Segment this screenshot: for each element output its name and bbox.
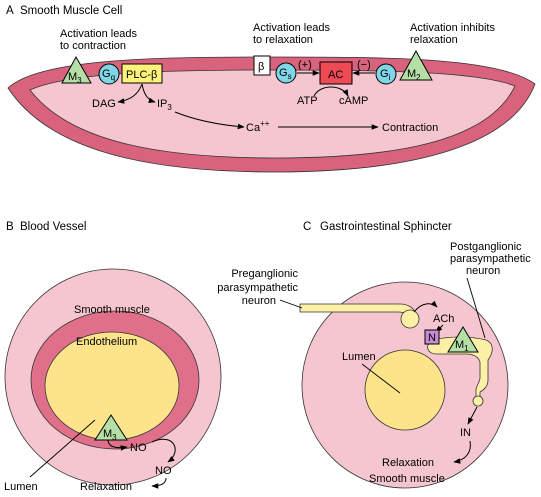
plc-beta-box xyxy=(121,63,163,84)
postganglionic-terminal xyxy=(472,395,484,407)
preganglionic-pointer xyxy=(279,299,303,309)
stimulation-sign: (+) xyxy=(298,59,312,71)
vessel-lumen-label: Lumen xyxy=(4,481,38,493)
inhibition-sign: (−) xyxy=(357,59,371,71)
vessel-relaxation-label: Relaxation xyxy=(80,481,132,493)
smooth-muscle-cell-interior xyxy=(29,69,516,159)
panel-c: C Gastrointestinal Sphincter Preganglion… xyxy=(217,221,531,489)
gq-label: Gq xyxy=(102,68,115,82)
plc-to-dag-arrow xyxy=(117,83,143,104)
no-label-1: NO xyxy=(130,442,147,454)
m3-receptor-label: M3 xyxy=(68,71,82,85)
m3-to-no-arrow xyxy=(107,439,128,451)
preganglionic-label-line1: Preganglionic xyxy=(231,268,298,280)
no-label-2: NO xyxy=(155,465,172,477)
panel-b: B Blood Vessel Smooth muscle Endothelium… xyxy=(4,221,222,493)
camp-label: cAMP xyxy=(339,95,368,107)
contraction-label: Contraction xyxy=(382,122,438,134)
beta-receptor xyxy=(253,55,271,76)
panel-a: A Smooth Muscle Cell Activation leads to… xyxy=(6,5,536,173)
m3-receptor xyxy=(61,55,92,84)
atp-to-camp-arrow xyxy=(313,86,349,97)
calcium-label: Ca++ xyxy=(246,119,270,134)
ach-label: ACh xyxy=(433,313,454,325)
preganglionic-terminal xyxy=(400,309,420,329)
gs-label: Gs xyxy=(279,67,292,81)
panel-a-title: Smooth Muscle Cell xyxy=(20,5,122,17)
panel-c-title: Gastrointestinal Sphincter xyxy=(320,221,452,233)
ac-label: AC xyxy=(328,69,343,81)
in-label: IN xyxy=(460,427,471,439)
sphincter-lumen-pointer xyxy=(361,363,401,394)
plc-to-ip3-arrow xyxy=(141,83,156,103)
postganglionic-pointer xyxy=(466,277,486,339)
panel-b-letter: B xyxy=(6,221,14,233)
note-relaxation-line1: Activation leads xyxy=(253,22,331,34)
postganglionic-label-line2: parasympathetic xyxy=(450,253,531,265)
ip3-label: IP3 xyxy=(157,98,172,112)
nicotinic-label: N xyxy=(428,332,436,344)
sphincter-lumen xyxy=(364,349,446,431)
no-to-relaxation-arrow xyxy=(151,477,167,489)
lumen-pointer-line xyxy=(29,419,96,478)
m2-receptor xyxy=(399,49,433,81)
panel-a-letter: A xyxy=(6,5,14,17)
note-relaxation-line2: to relaxation xyxy=(253,34,313,46)
postganglionic-label-line3: neuron xyxy=(466,265,500,277)
atp-label: ATP xyxy=(297,95,318,107)
postganglionic-label-line1: Postganglionic xyxy=(450,241,522,253)
in-to-relaxation-arrow xyxy=(453,440,471,464)
gi-label: Gi xyxy=(380,68,391,82)
ach-release-arrow xyxy=(413,300,438,313)
endothelium-label: Endothelium xyxy=(76,336,137,348)
panel-b-title: Blood Vessel xyxy=(20,221,87,233)
no-diffusion-arrow xyxy=(151,439,176,463)
m1-receptor-label: M1 xyxy=(455,339,469,353)
gi-protein xyxy=(375,63,397,85)
dag-label: DAG xyxy=(92,98,116,110)
note-contraction-line2: to contraction xyxy=(60,40,126,52)
vessel-m3-label: M3 xyxy=(103,428,117,442)
sphincter-smooth-muscle-label: Smooth muscle xyxy=(369,473,445,485)
nicotinic-receptor xyxy=(424,329,440,345)
sphincter-relaxation-label: Relaxation xyxy=(382,457,434,469)
note-inhibits-line2: relaxation xyxy=(410,34,458,46)
preganglionic-label-line3: neuron xyxy=(242,295,276,307)
ip3-to-ca-arrow xyxy=(174,111,245,130)
note-contraction-line1: Activation leads xyxy=(60,28,138,40)
sphincter-lumen-label: Lumen xyxy=(342,351,376,363)
m1-receptor xyxy=(447,326,479,353)
ac-box xyxy=(319,61,353,85)
note-inhibits-line1: Activation inhibits xyxy=(410,22,495,34)
gs-protein xyxy=(275,62,297,84)
gq-protein xyxy=(98,63,120,85)
terminal-to-in-arrow xyxy=(467,406,478,425)
beta-label: β xyxy=(258,61,264,73)
vessel-m3-receptor xyxy=(94,414,128,441)
panel-c-letter: C xyxy=(303,221,311,233)
m2-receptor-label: M2 xyxy=(407,68,421,82)
preganglionic-label-line2: parasympathetic xyxy=(217,282,298,294)
plc-beta-label: PLC-β xyxy=(126,69,157,81)
vessel-smooth-muscle-label: Smooth muscle xyxy=(74,304,150,316)
